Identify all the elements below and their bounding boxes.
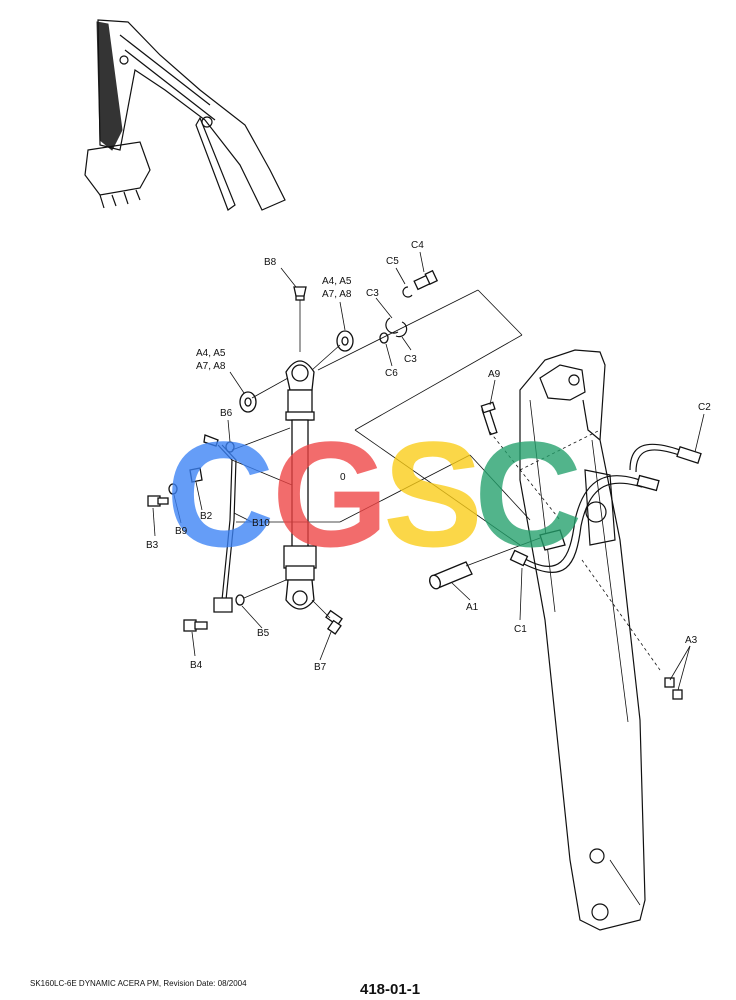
small-parts	[147, 269, 702, 700]
label-c5: C5	[386, 256, 399, 267]
label-c6: C6	[385, 368, 398, 379]
label-a3: A3	[685, 635, 698, 646]
label-b3: B3	[146, 540, 159, 551]
label-c1: C1	[514, 624, 527, 635]
label-c3-top: C3	[366, 288, 379, 299]
arm-structure	[519, 349, 646, 931]
label-a7a8-top: A7, A8	[322, 289, 352, 300]
label-b4: B4	[190, 660, 203, 671]
label-a1: A1	[466, 602, 479, 613]
label-b5: B5	[257, 628, 270, 639]
leader-lines	[152, 251, 705, 691]
label-c2: C2	[698, 402, 711, 413]
label-b10: B10	[252, 518, 270, 529]
arm-cylinder	[283, 289, 317, 610]
footer-revision-text: SK160LC-6E DYNAMIC ACERA PM, Revision Da…	[30, 979, 247, 988]
watermark-letter-2: G	[272, 410, 389, 578]
label-b2: B2	[200, 511, 213, 522]
label-zero: 0	[340, 472, 346, 483]
watermark-letter-4: C	[474, 410, 582, 578]
label-a9: A9	[488, 369, 501, 380]
label-c3-bottom: C3	[404, 354, 417, 365]
excavator-overview-illustration	[84, 19, 286, 211]
watermark-letter-3: S	[383, 410, 483, 578]
label-b6: B6	[220, 408, 233, 419]
watermark-letter-1: C	[166, 410, 274, 578]
label-c4: C4	[411, 240, 424, 251]
label-a7a8-left: A7, A8	[196, 361, 226, 372]
label-b9: B9	[175, 526, 188, 537]
label-a4a5-left: A4, A5	[196, 348, 226, 359]
watermark: C G S C	[166, 410, 582, 578]
label-a4a5-top: A4, A5	[322, 276, 352, 287]
part-labels: B8 A4, A5 A7, A8 C4 C5 C3 C3 C6 A4, A5 A…	[146, 240, 711, 673]
footer-page-number: 418-01-1	[360, 981, 421, 998]
label-b7: B7	[314, 662, 327, 673]
label-b8: B8	[264, 257, 277, 268]
